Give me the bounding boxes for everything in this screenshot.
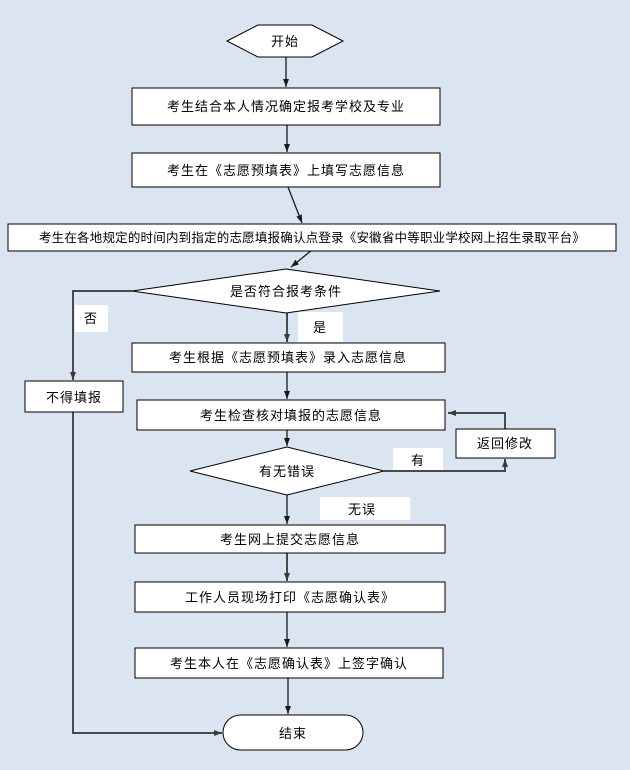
edge-login-to-qualify bbox=[290, 249, 313, 268]
end-label: 结束 bbox=[279, 726, 307, 741]
decision-errors-label: 有无错误 bbox=[259, 464, 315, 479]
start-label: 开始 bbox=[271, 34, 299, 49]
edge-label-has-error-bg bbox=[393, 448, 443, 470]
node-print-confirm: 工作人员现场打印《志愿确认表》 bbox=[134, 581, 446, 613]
edge-label-no-error-text: 无误 bbox=[348, 502, 376, 517]
edge-label-yes-text: 是 bbox=[313, 320, 327, 335]
decision-errors-diamond bbox=[189, 446, 385, 496]
node-decision-errors: 有无错误 bbox=[189, 446, 385, 496]
edge-label-no-error-bg bbox=[320, 497, 410, 520]
login-platform-rect bbox=[7, 223, 617, 252]
edge-label-has-error: 有 bbox=[393, 448, 443, 470]
edge-modify-to-check bbox=[448, 410, 506, 429]
node-start: 开始 bbox=[225, 24, 345, 58]
edge-prefill-to-login bbox=[287, 186, 303, 224]
return-modify-label: 返回修改 bbox=[477, 436, 533, 451]
edge-label-has-error-text: 有 bbox=[411, 453, 425, 468]
sign-confirm-rect bbox=[134, 647, 444, 679]
edge-label-no: 否 bbox=[75, 305, 108, 332]
end-terminator bbox=[222, 714, 364, 751]
node-return-modify: 返回修改 bbox=[455, 428, 556, 459]
decision-qualify-label: 是否符合报考条件 bbox=[230, 284, 342, 299]
edge-label-no-error: 无误 bbox=[320, 497, 410, 520]
node-submit-online: 考生网上提交志愿信息 bbox=[134, 524, 446, 554]
node-choose-school: 考生结合本人情况确定报考学校及专业 bbox=[131, 87, 441, 126]
node-prefill-form: 考生在《志愿预填表》上填写志愿信息 bbox=[131, 152, 441, 188]
edge-qualify-no bbox=[70, 290, 132, 380]
edge-label-no-bg bbox=[75, 305, 108, 332]
node-decision-qualify: 是否符合报考条件 bbox=[131, 268, 441, 314]
edge-label-yes: 是 bbox=[298, 312, 343, 342]
print-confirm-rect bbox=[134, 581, 446, 613]
node-not-allowed: 不得填报 bbox=[24, 380, 124, 413]
choose-school-label: 考生结合本人情况确定报考学校及专业 bbox=[167, 99, 405, 114]
node-sign-confirm: 考生本人在《志愿确认表》上签字确认 bbox=[134, 647, 444, 679]
edge-errors-has bbox=[384, 459, 508, 472]
edge-label-no-text: 否 bbox=[84, 311, 98, 326]
prefill-form-label: 考生在《志愿预填表》上填写志愿信息 bbox=[167, 163, 405, 178]
node-end: 结束 bbox=[222, 714, 364, 751]
node-login-platform: 考生在各地规定的时间内到指定的志愿填报确认点登录《安徽省中等职业学校网上招生录取… bbox=[7, 223, 617, 252]
print-confirm-label: 工作人员现场打印《志愿确认表》 bbox=[185, 590, 395, 605]
enter-info-rect bbox=[131, 342, 446, 373]
not-allowed-rect bbox=[24, 380, 124, 413]
enter-info-label: 考生根据《志愿预填表》录入志愿信息 bbox=[169, 350, 407, 365]
check-info-label: 考生检查核对填报的志愿信息 bbox=[200, 408, 382, 423]
submit-online-label: 考生网上提交志愿信息 bbox=[220, 532, 360, 547]
check-info-rect bbox=[136, 399, 446, 431]
sign-confirm-label: 考生本人在《志愿确认表》上签字确认 bbox=[170, 656, 408, 671]
decision-qualify-diamond bbox=[131, 268, 441, 314]
prefill-form-rect bbox=[131, 152, 441, 188]
edge-notallowed-to-end bbox=[72, 412, 222, 736]
login-platform-label: 考生在各地规定的时间内到指定的志愿填报确认点登录《安徽省中等职业学校网上招生录取… bbox=[39, 230, 585, 245]
edge-label-yes-bg bbox=[298, 312, 343, 342]
not-allowed-label: 不得填报 bbox=[46, 390, 102, 405]
submit-online-rect bbox=[134, 524, 446, 554]
return-modify-rect bbox=[455, 428, 556, 459]
node-enter-info: 考生根据《志愿预填表》录入志愿信息 bbox=[131, 342, 446, 373]
node-check-info: 考生检查核对填报的志愿信息 bbox=[136, 399, 446, 431]
start-hexagon bbox=[225, 24, 345, 58]
choose-school-rect bbox=[131, 87, 441, 126]
